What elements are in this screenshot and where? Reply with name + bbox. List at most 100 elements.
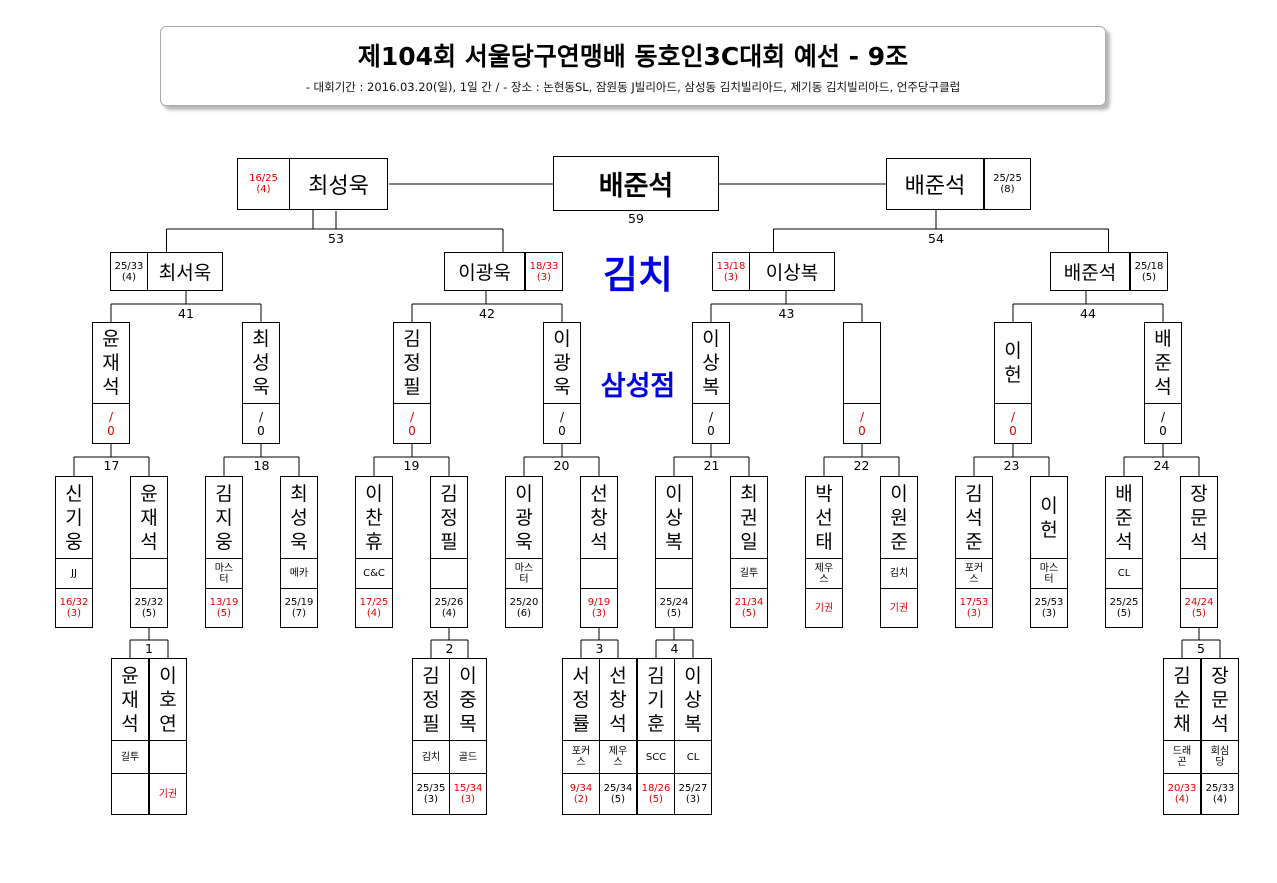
score: /	[1160, 409, 1166, 424]
inning: (5)	[666, 608, 682, 619]
r1-4-0-score: 20/33(4)	[1163, 773, 1201, 815]
score: 25/33	[114, 260, 144, 272]
page-subtitle: - 대회기간 : 2016.03.20(일), 1일 간 / - 장소 : 논현…	[305, 80, 961, 94]
score: 25/25	[993, 173, 1022, 184]
r2-3-1-score: 9/19(3)	[580, 588, 618, 628]
r2-2-1-score: 25/26(4)	[430, 588, 468, 628]
r3-2-1-score: /0	[843, 403, 881, 444]
inning: (6)	[516, 608, 532, 619]
inning: (4)	[441, 608, 457, 619]
score: 16/25	[249, 173, 278, 184]
inning: (4)	[366, 608, 382, 619]
match-number: 4	[670, 641, 679, 656]
score: 25/25	[1109, 597, 1139, 608]
r2-5-1-score: 기권	[880, 588, 918, 628]
score: /	[859, 409, 865, 424]
r1-1-0-score: 25/35(3)	[412, 773, 450, 815]
r2-4-0-club	[655, 558, 693, 589]
r3-1-1-score: /0	[543, 403, 581, 444]
score: /	[258, 409, 264, 424]
match-number: 3	[595, 641, 604, 656]
match-number: 18	[253, 458, 270, 473]
inning: (3)	[591, 608, 607, 619]
inning: (4)	[121, 271, 137, 283]
r1-3-1-score: 25/27(3)	[674, 773, 712, 815]
r1-1-1-score: 15/34(3)	[449, 773, 487, 815]
final-winner: 배준석	[553, 156, 719, 211]
inning: 0	[558, 423, 566, 438]
inning: (3)	[460, 794, 476, 805]
score: 25/53	[1034, 597, 1064, 608]
match-number: 19	[403, 458, 420, 473]
score: /	[409, 409, 415, 424]
r1-1-0-club: 김치	[412, 740, 450, 774]
score: /	[1010, 409, 1016, 424]
r2-7-0-club: CL	[1105, 558, 1143, 589]
r2-3-1-club	[580, 558, 618, 589]
inning: (2)	[573, 794, 589, 805]
match-number: 59	[628, 211, 644, 226]
score: 17/53	[959, 597, 989, 608]
r2-2-0-club: C&C	[355, 558, 393, 589]
inning: (5)	[648, 794, 664, 805]
score: 25/18	[1134, 260, 1164, 272]
r2-1-1-club: 메카	[280, 558, 318, 589]
inning: (7)	[291, 608, 307, 619]
r3-3-1-score: /0	[1144, 403, 1182, 444]
score: 25/33	[1205, 783, 1235, 794]
r3-1-0-score: /0	[393, 403, 431, 444]
match-number: 41	[178, 306, 194, 321]
match-number: 2	[445, 641, 454, 656]
match-number: 17	[103, 458, 120, 473]
match-number: 42	[479, 306, 495, 321]
match-number: 54	[928, 231, 944, 246]
r2-1-1-score: 25/19(7)	[280, 588, 318, 628]
score: 25/24	[659, 597, 689, 608]
score: 16/32	[59, 597, 89, 608]
inning: 0	[858, 423, 866, 438]
score: 9/19	[587, 597, 611, 608]
score: /	[708, 409, 714, 424]
match-number: 24	[1153, 458, 1170, 473]
score: 25/19	[284, 597, 314, 608]
r2-0-0-club: JJ	[55, 558, 93, 589]
semi1-bottom-name: 배준석	[1050, 252, 1130, 291]
score: 25/35	[416, 783, 446, 794]
r3-0-1-score: /0	[242, 403, 280, 444]
r2-5-1-club: 김치	[880, 558, 918, 589]
r2-0-1-score: 25/32(5)	[130, 588, 168, 628]
inning: (3)	[685, 794, 701, 805]
inning: 0	[707, 423, 715, 438]
r1-0-1-score: 기권	[149, 773, 187, 815]
r2-6-0-score: 17/53(3)	[955, 588, 993, 628]
r2-7-1-score: 24/24(5)	[1180, 588, 1218, 628]
inning: (4)	[1174, 794, 1190, 805]
semi1-top-score: 13/18(3)	[712, 252, 750, 291]
score: 17/25	[359, 597, 389, 608]
score: 기권	[889, 602, 909, 614]
inning: 0	[1009, 423, 1017, 438]
r3-2-1-name	[843, 322, 881, 404]
